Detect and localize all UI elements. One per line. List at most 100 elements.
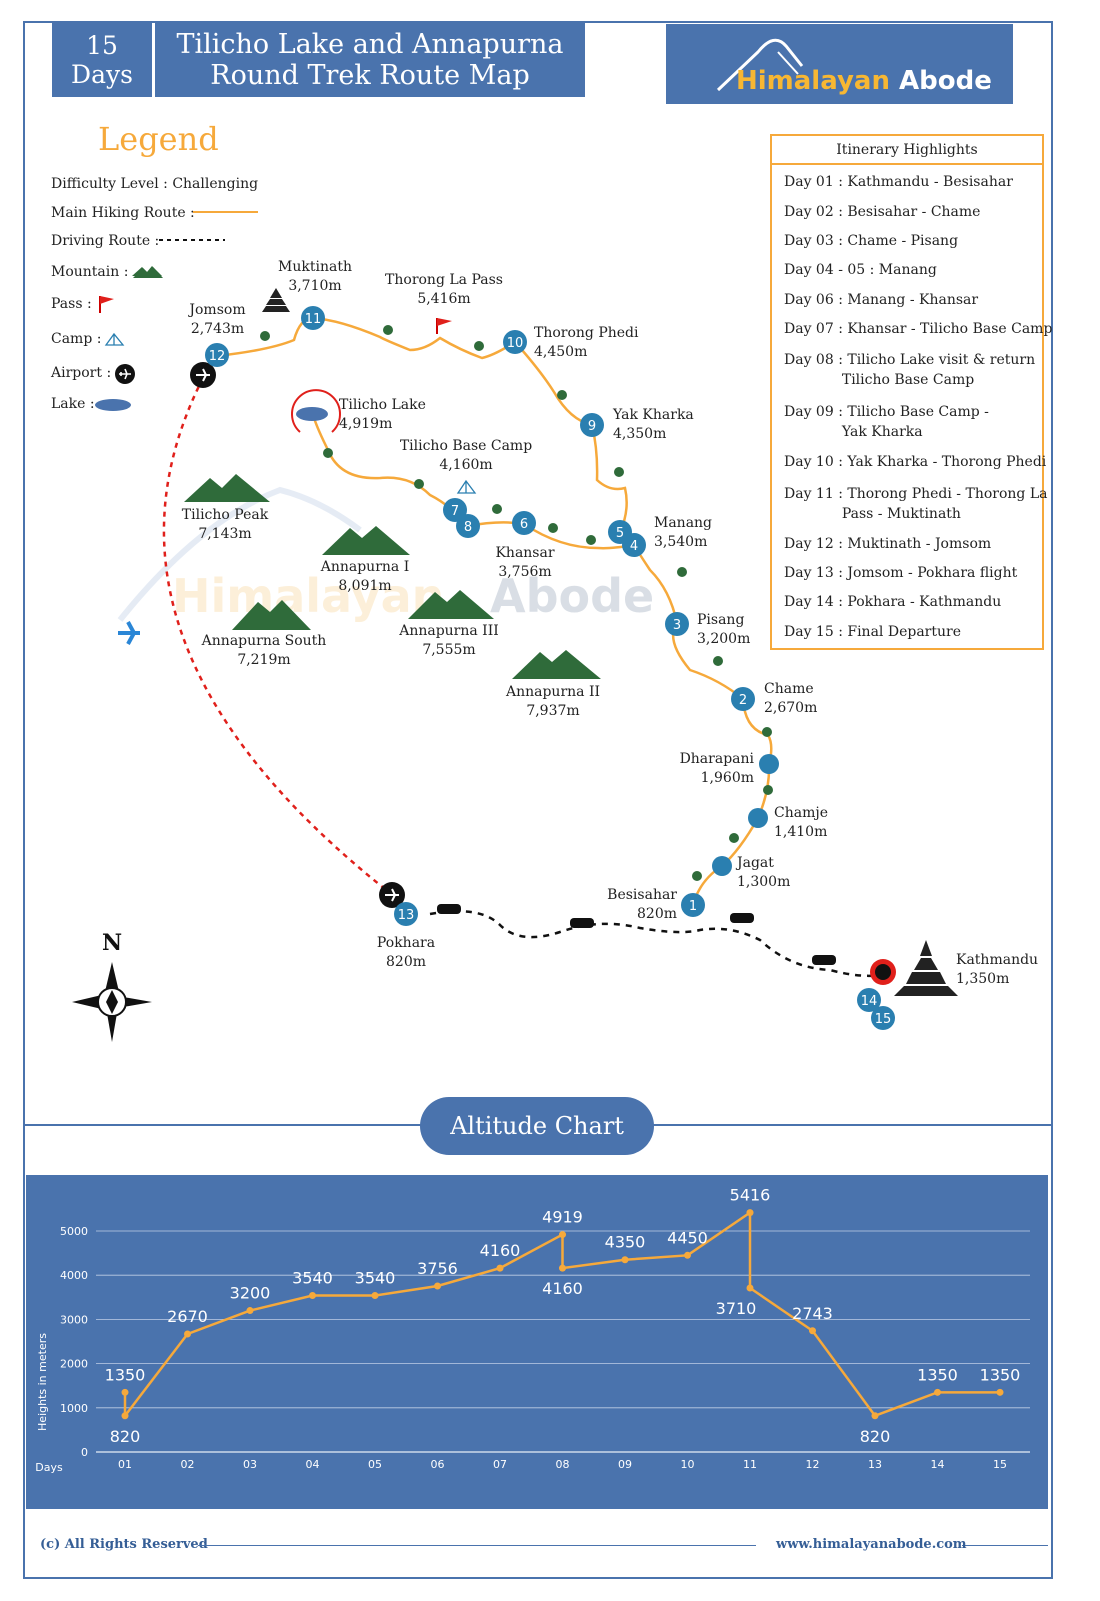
legend-driving-route-label: Driving Route : [51, 233, 160, 249]
y-tick-label: 1000 [60, 1402, 88, 1415]
altitude-data-label: 3540 [355, 1269, 396, 1288]
itinerary-item: Day 06 : Manang - Khansar [784, 292, 979, 308]
stop-marker: 12 [205, 343, 229, 367]
compass-icon: N [72, 930, 152, 1042]
itinerary-item: Day 07 : Khansar - Tilicho Base Camp [784, 321, 1053, 337]
kathmandu-start-marker-core [875, 964, 891, 980]
x-tick-label: 03 [243, 1458, 257, 1471]
altitude-data-label: 4160 [480, 1241, 521, 1260]
x-tick-label: 12 [806, 1458, 820, 1471]
legend-title: Legend [98, 120, 219, 158]
svg-text:9: 9 [588, 419, 596, 434]
itinerary-box: Itinerary Highlights Day 01 : Kathmandu … [770, 134, 1052, 650]
hiker-icon [614, 467, 624, 477]
hiker-icon [492, 504, 502, 514]
stop-marker: 2 [731, 687, 755, 711]
tilicho-lake-icon [296, 407, 328, 421]
chamje-marker [748, 808, 768, 828]
stop-marker: 11 [301, 306, 325, 330]
kathmandu-temple-icon [894, 940, 958, 996]
legend-camp: Camp : [51, 331, 125, 347]
itinerary-item: Day 01 : Kathmandu - Besisahar [784, 174, 1013, 190]
main-route-line-icon [193, 211, 258, 213]
route-map: Himalayan Abode [72, 266, 958, 1042]
x-tick-label: 05 [368, 1458, 382, 1471]
logo-text-part1: Himalayan [736, 66, 890, 96]
hiker-icon [260, 331, 270, 341]
hiker-icon [586, 535, 596, 545]
lake-loop-arrow-icon [291, 389, 341, 433]
hiker-icon [763, 785, 773, 795]
legend-pass-label: Pass : [51, 296, 92, 312]
svg-text:5: 5 [616, 526, 624, 541]
watermark: Himalayan Abode [117, 486, 654, 623]
altitude-point [871, 1412, 879, 1420]
hiker-icon [677, 567, 687, 577]
itinerary-item: Day 13 : Jomsom - Pokhara flight [784, 565, 1018, 581]
tilicho-base-camp-icon [456, 479, 477, 494]
itinerary-item: Day 12 : Muktinath - Jomsom [784, 536, 992, 552]
altitude-point [309, 1292, 316, 1300]
dharapani-marker [759, 754, 779, 774]
itinerary-item: Day 04 - 05 : Manang [784, 262, 937, 278]
hiker-icon [414, 479, 424, 489]
stop-marker: 3 [665, 612, 689, 636]
altitude-line [123, 1210, 1000, 1420]
legend-mountain-shape [132, 266, 162, 276]
hiker-icons [260, 325, 773, 881]
hiker-icon [557, 390, 567, 400]
mountain-icons [132, 266, 601, 679]
altitude-data-label: 1350 [105, 1365, 146, 1384]
altitude-data-label: 2743 [792, 1304, 833, 1323]
hiker-icon [729, 833, 739, 843]
altitude-data-label: 820 [860, 1427, 891, 1446]
altitude-data-label: 5416 [730, 1186, 771, 1205]
annapurna-3-mountain-icon [408, 590, 494, 619]
lake-icon [95, 399, 131, 411]
legend-airport: Airport : [51, 364, 135, 384]
altitude-point [371, 1292, 379, 1300]
footer-rule [198, 1545, 756, 1546]
svg-text:2: 2 [739, 693, 747, 708]
altitude-point [809, 1327, 816, 1335]
legend-main-route-label: Main Hiking Route : [51, 205, 195, 221]
altitude-data-label: 2670 [167, 1307, 208, 1326]
car-icons [437, 904, 836, 965]
x-tick-label: 07 [493, 1458, 507, 1471]
annapurna-2-mountain-icon [512, 650, 601, 679]
y-tick-label: 5000 [60, 1225, 88, 1238]
stop-marker: 1 [681, 893, 705, 917]
logo-mountain-icon [716, 38, 804, 92]
altitude-point [559, 1231, 566, 1239]
itinerary-item: Day 15 : Final Departure [784, 624, 961, 640]
altitude-chart-title: Altitude Chart [420, 1097, 654, 1155]
x-tick-label: 13 [868, 1458, 882, 1471]
svg-text:3: 3 [673, 618, 681, 633]
y-tick-label: 4000 [60, 1269, 88, 1282]
stop-marker: 10 [503, 330, 527, 354]
car-icon [730, 913, 754, 923]
stop-marker: 8 [456, 514, 480, 538]
altitude-data-label: 4450 [667, 1228, 708, 1247]
x-tick-label: 14 [931, 1458, 945, 1471]
chart-x-axis-label: Days [35, 1461, 63, 1474]
legend-airport-label: Airport : [51, 365, 112, 381]
hiker-icon [548, 523, 558, 533]
altitude-point [121, 1388, 129, 1396]
days-number: 15 [86, 31, 118, 60]
legend-driving-route: Driving Route : [51, 233, 225, 249]
